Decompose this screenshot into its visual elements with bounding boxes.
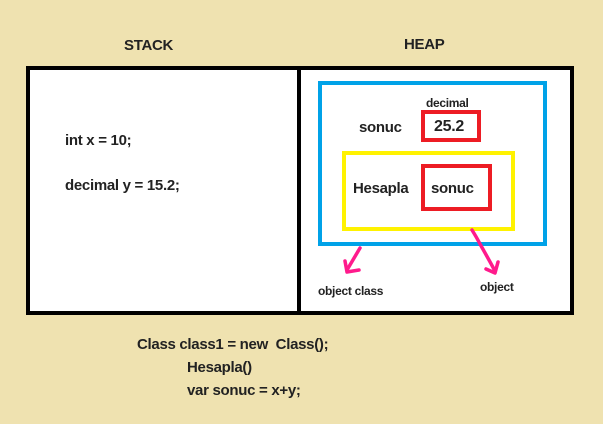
heap-object-box	[318, 81, 547, 246]
stack-title: STACK	[124, 37, 174, 54]
stack-variable-y: decimal y = 15.2;	[65, 177, 180, 194]
code-line-assignment: var sonuc = x+y;	[187, 382, 301, 399]
object-class-annotation: object class	[318, 284, 384, 298]
heap-title: HEAP	[404, 36, 445, 53]
field-value-box	[421, 110, 481, 142]
local-variable-label: sonuc	[431, 180, 474, 197]
field-name-label: sonuc	[359, 119, 402, 136]
code-line-instantiation: Class class1 = new Class();	[137, 336, 329, 353]
arrow-object-icon	[470, 228, 500, 275]
stack-heap-divider	[297, 66, 301, 315]
method-name-label: Hesapla	[353, 180, 409, 197]
stack-variable-x: int x = 10;	[65, 132, 132, 149]
arrow-object-class-icon	[343, 246, 362, 274]
local-variable-box	[421, 164, 492, 211]
field-type-label: decimal	[426, 96, 469, 110]
field-value: 25.2	[434, 118, 464, 135]
method-box	[342, 151, 515, 231]
object-annotation: object	[480, 280, 514, 294]
code-line-method-call: Hesapla()	[187, 359, 252, 376]
